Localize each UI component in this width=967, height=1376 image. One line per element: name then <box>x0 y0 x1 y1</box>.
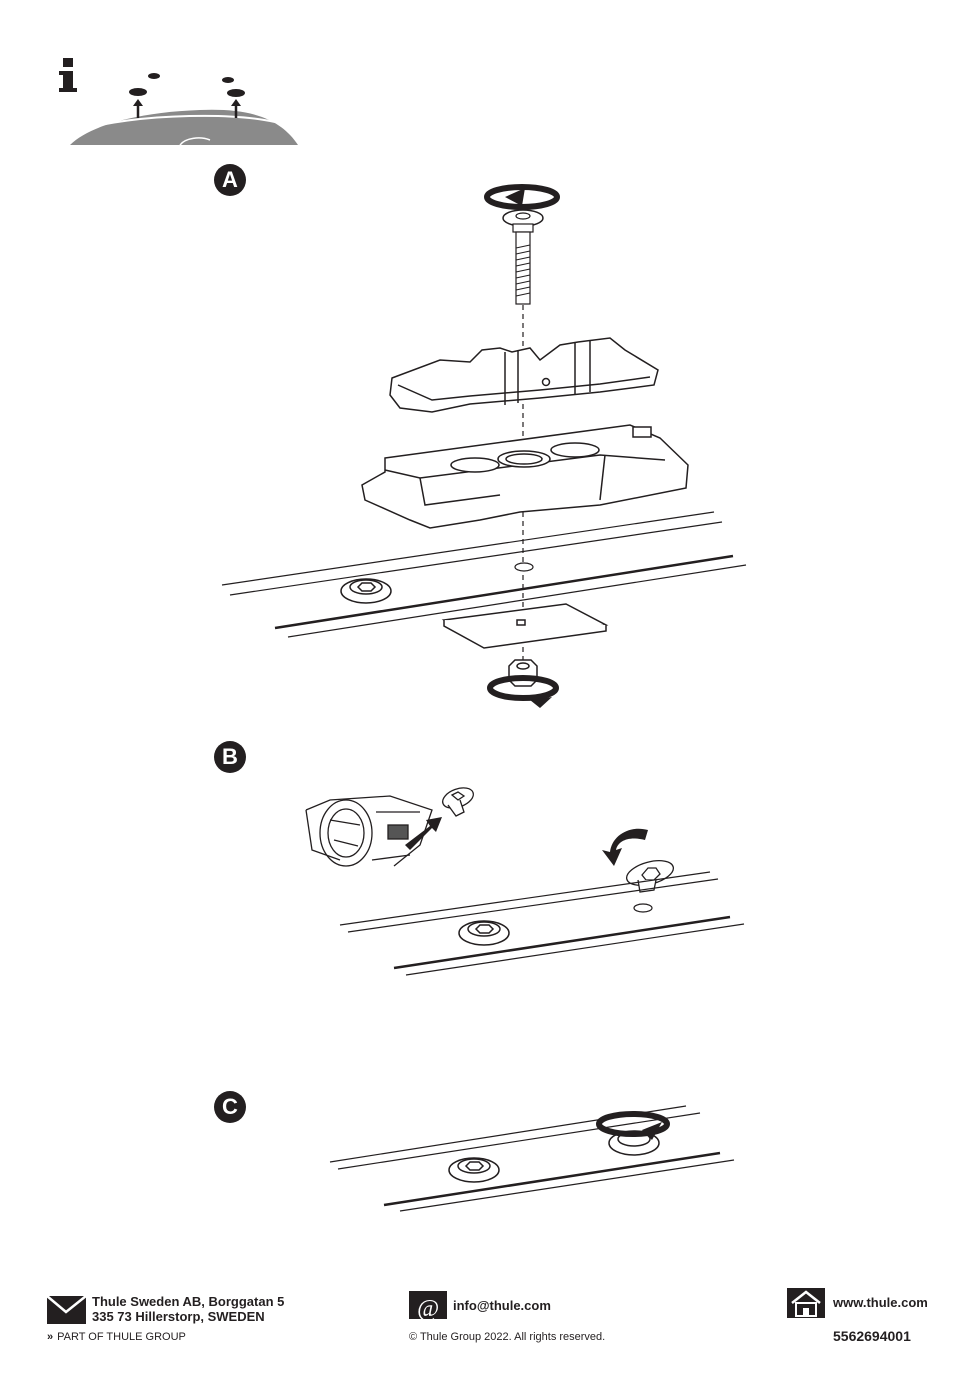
chevron-icon: » <box>47 1331 54 1343</box>
roof-shape <box>70 109 298 145</box>
grommet-icon <box>448 1157 500 1183</box>
step-b-badge: B <box>214 741 246 773</box>
rain-cloud-icon <box>129 73 245 97</box>
email-at-icon: @ <box>409 1291 447 1322</box>
part-number: 5562694001 <box>833 1328 911 1344</box>
address-line-1: Thule Sweden AB, Borggatan 5 <box>92 1294 285 1309</box>
rotate-arrow-icon <box>596 1111 670 1140</box>
step-a-badge: A <box>214 164 246 196</box>
curved-arrow-icon <box>602 828 648 866</box>
foot-base-part <box>361 424 689 529</box>
bolt-icon <box>442 787 474 817</box>
info-icon <box>59 58 77 92</box>
email-link[interactable]: info@thule.com <box>453 1298 551 1313</box>
copyright-text: © Thule Group 2022. All rights reserved. <box>409 1331 606 1343</box>
bracket-part <box>389 337 659 413</box>
grommet-icon <box>458 920 510 946</box>
group-text: PART OF THULE GROUP <box>57 1331 186 1343</box>
home-icon <box>787 1288 825 1318</box>
plate-part <box>441 603 609 649</box>
address-line-2: 335 73 Hillerstorp, SWEDEN <box>92 1309 265 1324</box>
car-interior-icon <box>305 795 433 867</box>
grommet-icon <box>340 578 392 604</box>
envelope-icon <box>46 1295 87 1324</box>
svg-text:@: @ <box>417 1296 439 1322</box>
rotate-arrow-icon <box>487 675 559 708</box>
arrow-right-icon <box>405 817 442 850</box>
website-link[interactable]: www.thule.com <box>833 1295 928 1310</box>
thule-group-label: »PART OF THULE GROUP <box>47 1330 186 1345</box>
step-c-badge: C <box>214 1091 246 1123</box>
bolt-icon <box>502 209 544 305</box>
arrow-up-icon <box>133 99 241 118</box>
rotate-arrow-icon <box>484 184 560 210</box>
